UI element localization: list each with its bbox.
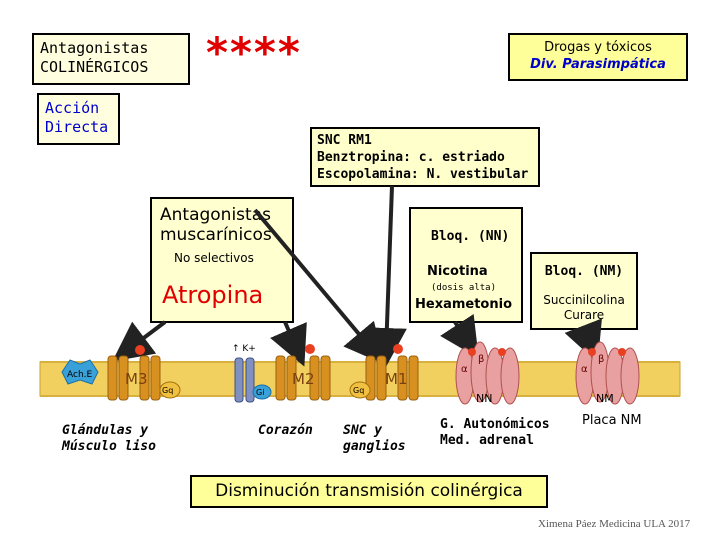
arrow-snc-to-m1	[366, 185, 407, 368]
accion-line1: Acción	[45, 99, 100, 117]
m1-helix-3	[397, 355, 408, 401]
muscarinicos-sub: No selectivos	[174, 251, 254, 265]
m1-label: M1	[385, 370, 408, 388]
nm-bloq: Bloq. (NM)	[544, 264, 624, 279]
ach-ligand-m3	[135, 345, 145, 355]
conclusion-box: Disminución transmisión colinérgica	[190, 475, 548, 508]
dosis-label: (dosis alta)	[431, 283, 497, 293]
label-glandulas: Glándulas y Músculo liso	[62, 423, 156, 455]
m1-helix-2	[376, 355, 387, 401]
nicotinicos-box: Bloq. (NN) Nicotina (dosis alta) Hexamet…	[409, 207, 523, 323]
drogas-box: Drogas y tóxicos Div. Parasimpática	[508, 33, 688, 81]
glandulas-line2: Músculo liso	[62, 439, 156, 454]
gq-protein-m1	[349, 381, 371, 399]
label-placa: Placa NM	[582, 413, 642, 428]
nm-alpha-label: α	[581, 364, 588, 375]
m2-label: M2	[292, 370, 315, 388]
snc-ganglios-line2: ganglios	[343, 439, 406, 454]
nm-label: NM	[596, 392, 614, 405]
atropina-label: Atropina	[162, 281, 264, 309]
arrow-to-m1	[253, 208, 385, 365]
ach-ligand-nm-2	[618, 348, 626, 356]
accion-box: Acción Directa	[37, 93, 120, 145]
m3-helix-1	[107, 355, 118, 401]
nicotinicos-bloq: Bloq. (NN)	[431, 229, 510, 244]
stars-decoration: ****	[206, 28, 302, 77]
autonomicos-line2: Med. adrenal	[440, 433, 534, 448]
m2-helix-2	[286, 355, 297, 401]
arrow-to-nm	[564, 318, 602, 363]
snc-ganglios-line1: SNC y	[343, 423, 383, 438]
gi-protein-k	[252, 384, 272, 400]
snc-line1: SNC RM1	[317, 133, 372, 148]
label-snc-ganglios: SNC y ganglios	[343, 423, 406, 455]
nicotina-label: Nicotina	[427, 264, 488, 279]
label-corazon: Corazón	[258, 423, 313, 438]
m3-helix-3	[139, 355, 150, 401]
m3-label: M3	[125, 370, 148, 388]
ach-ligand-nm-1	[588, 348, 596, 356]
nn-alpha-label: α	[461, 364, 468, 375]
gq-label: Gq	[162, 386, 173, 395]
arrow-to-nn	[440, 313, 479, 359]
k-channel-wall-left	[234, 357, 244, 403]
m1-helix-4	[408, 355, 419, 401]
gq-protein	[159, 381, 181, 399]
nm-subunit-4	[620, 347, 640, 405]
drogas-line2: Div. Parasimpática	[530, 57, 666, 72]
glandulas-line1: Glándulas y	[62, 423, 149, 438]
gq-label-m1: Gq	[353, 386, 364, 395]
m2-helix-3	[309, 355, 320, 401]
m3-helix-4	[150, 355, 161, 401]
m2-receptor: M2	[275, 344, 331, 401]
m3-helix-2	[118, 355, 129, 401]
ache-enzyme-body	[61, 359, 99, 385]
ach-ligand-m1	[393, 344, 403, 354]
nm-beta-label: β	[598, 354, 604, 365]
nm-receptor: α β NM	[575, 341, 640, 405]
gi-label-k: Gi	[256, 388, 264, 397]
arrow-to-m3	[112, 320, 167, 362]
accion-line2: Directa	[45, 118, 109, 136]
m2-helix-4	[320, 355, 331, 401]
ache-label: Ach.E	[67, 370, 93, 380]
label-autonomicos: G. Autonómicos Med. adrenal	[440, 417, 550, 449]
nn-beta-label: β	[478, 354, 484, 365]
m2-helix-1	[275, 355, 286, 401]
snc-line2: Benztropina: c. estriado	[317, 150, 505, 165]
snc-box: SNC RM1 Benztropina: c. estriado Escopol…	[310, 127, 540, 187]
title-line2: COLINÉRGICOS	[40, 58, 149, 76]
m3-receptor: M3 Gq	[107, 345, 181, 401]
ach-ligand-nn-1	[468, 348, 476, 356]
nn-receptor: α β NN	[455, 341, 520, 405]
muscarinicos-line2: muscarínicos	[160, 225, 272, 245]
title-box: Antagonistas COLINÉRGICOS	[32, 33, 190, 85]
succinilcolina-label: Succinilcolina	[543, 293, 625, 307]
title-line1: Antagonistas	[40, 39, 149, 57]
muscarinicos-box: Antagonistas muscarínicos No selectivos …	[150, 197, 294, 323]
k-channel-wall-right	[245, 357, 255, 403]
autonomicos-line1: G. Autonómicos	[440, 417, 550, 432]
hexametonio-label: Hexametonio	[415, 297, 513, 312]
nn-label: NN	[476, 392, 492, 405]
ach-ligand-nn-2	[498, 348, 506, 356]
muscarinicos-title: Antagonistas muscarínicos	[160, 205, 272, 245]
credit: Ximena Páez Medicina ULA 2017	[538, 518, 691, 530]
k-label: ↑ K+	[232, 344, 256, 354]
arrow-to-m2	[270, 321, 307, 367]
nn-subunit-4	[500, 347, 520, 405]
ache-enzyme: Ach.E	[61, 359, 99, 385]
snc-line3: Escopolamina: N. vestibular	[317, 167, 529, 182]
ach-ligand-m2	[305, 344, 315, 354]
m1-receptor: M1 Gq	[349, 344, 419, 401]
muscarinicos-line1: Antagonistas	[160, 205, 271, 225]
drogas-line1: Drogas y tóxicos	[544, 40, 652, 55]
k-channel: ↑ K+ Gi	[232, 344, 272, 403]
